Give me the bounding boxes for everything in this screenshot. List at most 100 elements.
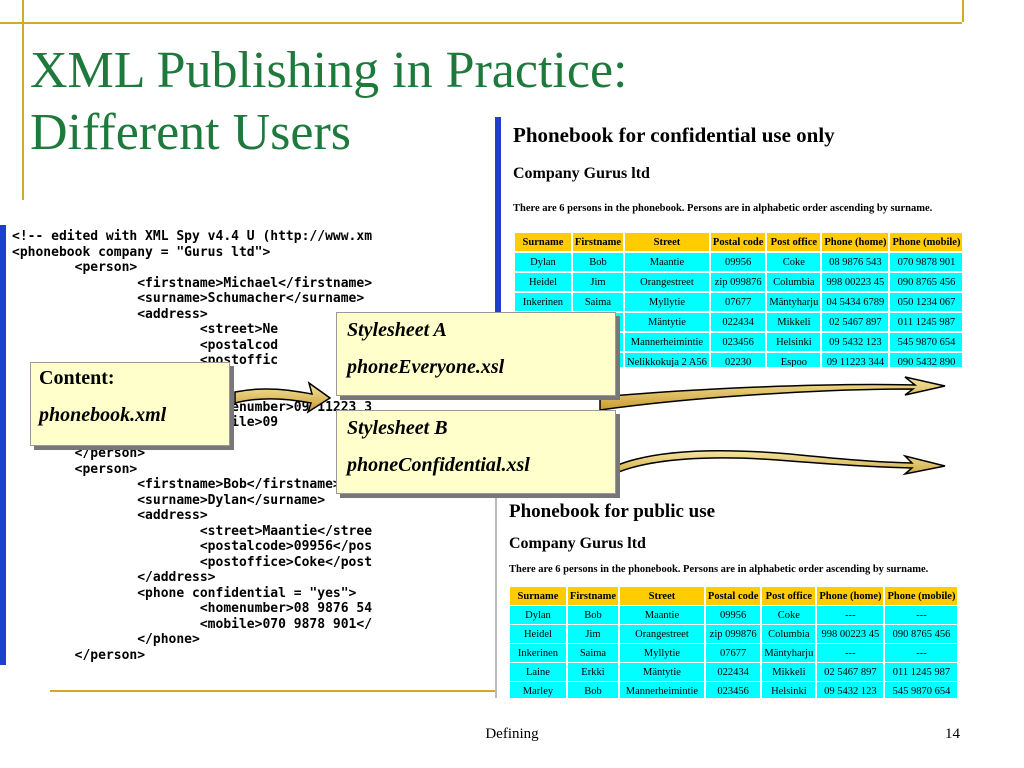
page-number: 14 — [945, 726, 960, 742]
confidential-phonebook-title: Phonebook for confidential use only — [513, 123, 835, 147]
table-cell: Inkerinen — [515, 293, 571, 311]
code-line: <firstname>Bob</firstname> — [12, 477, 341, 492]
table-cell: Mikkeli — [767, 313, 821, 331]
public-note: There are 6 persons in the phonebook. Pe… — [509, 564, 929, 575]
code-line: <postalcod — [12, 337, 279, 353]
code-line: <homenumber>08 9876 54 — [12, 601, 373, 616]
slide-title-line2: Different Users — [30, 104, 352, 161]
stylesheet-a-file: phoneEveryone.xsl — [347, 356, 505, 378]
table-cell: 09 5432 123 — [822, 333, 889, 351]
code-line: </person> — [12, 446, 146, 461]
table-cell: 070 9878 901 — [890, 253, 963, 271]
table-cell: 07677 — [705, 644, 761, 662]
table-cell: Mikkeli — [762, 663, 816, 681]
table-cell: Heidel — [510, 625, 566, 643]
table-cell: 02230 — [710, 353, 766, 367]
table-cell: Maantie — [619, 606, 704, 624]
table-cell: 09 5432 123 — [817, 682, 884, 698]
code-line: <street>Maantie</stree — [12, 523, 373, 539]
curved-arrow-icon — [234, 381, 332, 414]
table-cell: Inkerinen — [510, 644, 566, 662]
column-header: Phone (home) — [822, 233, 889, 251]
stylesheet-a-callout: Stylesheet A phoneEveryone.xsl — [336, 312, 616, 396]
code-line: <phone confidential = "yes"> — [12, 585, 357, 601]
table-cell: 02 5467 897 — [817, 663, 884, 681]
confidential-note: There are 6 persons in the phonebook. Pe… — [513, 203, 933, 214]
table-cell: 09956 — [705, 606, 761, 624]
column-header: Surname — [515, 233, 571, 251]
column-header: Phone (home) — [817, 587, 884, 605]
table-cell: Heidel — [515, 273, 571, 291]
table-cell: Bob — [567, 682, 618, 698]
table-cell: 022434 — [705, 663, 761, 681]
table-cell: Coke — [762, 606, 816, 624]
table-cell: 998 00223 45 — [817, 625, 884, 643]
column-header: Postal code — [705, 587, 761, 605]
table-cell: Saima — [567, 644, 618, 662]
column-header: Post office — [762, 587, 816, 605]
stylesheet-b-label: Stylesheet B — [347, 417, 448, 439]
table-cell: 090 8765 456 — [890, 273, 963, 291]
table-cell: 050 1234 067 — [890, 293, 963, 311]
column-header: Firstname — [572, 233, 623, 251]
table-cell: zip 099876 — [710, 273, 766, 291]
code-line: <person> — [12, 260, 138, 275]
table-cell: Laine — [510, 663, 566, 681]
table-cell: Mannerheimintie — [624, 333, 709, 351]
code-line: <firstname>Michael</firstname> — [12, 275, 373, 291]
table-cell: Helsinki — [762, 682, 816, 698]
stylesheet-a-label: Stylesheet A — [347, 319, 447, 341]
column-header: Post office — [767, 233, 821, 251]
table-cell: 09 11223 344 — [822, 353, 889, 367]
table-cell: zip 099876 — [705, 625, 761, 643]
top-accent-line — [0, 22, 962, 24]
table-cell: Mäntytie — [624, 313, 709, 331]
table-cell: 011 1245 987 — [890, 313, 963, 331]
table-cell: --- — [885, 606, 958, 624]
slide-title: XML Publishing in Practice: Different Us… — [30, 40, 627, 164]
code-line: <!-- edited with XML Spy v4.4 U (http://… — [12, 229, 373, 244]
code-line: </phone> — [12, 632, 200, 647]
table-cell: --- — [817, 644, 884, 662]
table-cell: Orangestreet — [619, 625, 704, 643]
table-cell: Dylan — [510, 606, 566, 624]
curved-arrow-icon — [599, 376, 946, 411]
xml-code: <!-- edited with XML Spy v4.4 U (http://… — [6, 225, 466, 663]
code-line: <mobile>070 9878 901</ — [12, 616, 373, 632]
table-cell: Mäntyharju — [762, 644, 816, 662]
table-cell: Columbia — [762, 625, 816, 643]
code-line: </person> — [12, 647, 146, 663]
code-line: <address> — [12, 306, 208, 322]
column-header: Street — [624, 233, 709, 251]
table-cell: 08 9876 543 — [822, 253, 889, 271]
table-cell: 023456 — [705, 682, 761, 698]
public-phonebook-title: Phonebook for public use — [509, 501, 716, 522]
table-cell: Espoo — [767, 353, 821, 367]
table-cell: Bob — [567, 606, 618, 624]
table-cell: 011 1245 987 — [885, 663, 958, 681]
column-header: Surname — [510, 587, 566, 605]
footer-label: Defining — [485, 726, 539, 742]
table-cell: 04 5434 6789 — [822, 293, 889, 311]
table-cell: Dylan — [515, 253, 571, 271]
table-cell: Mäntytie — [619, 663, 704, 681]
table-cell: 090 8765 456 — [885, 625, 958, 643]
stylesheet-b-callout: Stylesheet B phoneConfidential.xsl — [336, 410, 616, 494]
table-cell: 09956 — [710, 253, 766, 271]
table-cell: 545 9870 654 — [885, 682, 958, 698]
table-cell: Orangestreet — [624, 273, 709, 291]
table-cell: --- — [817, 606, 884, 624]
table-cell: Myllytie — [619, 644, 704, 662]
table-cell: 02 5467 897 — [822, 313, 889, 331]
table-cell: Saima — [572, 293, 623, 311]
